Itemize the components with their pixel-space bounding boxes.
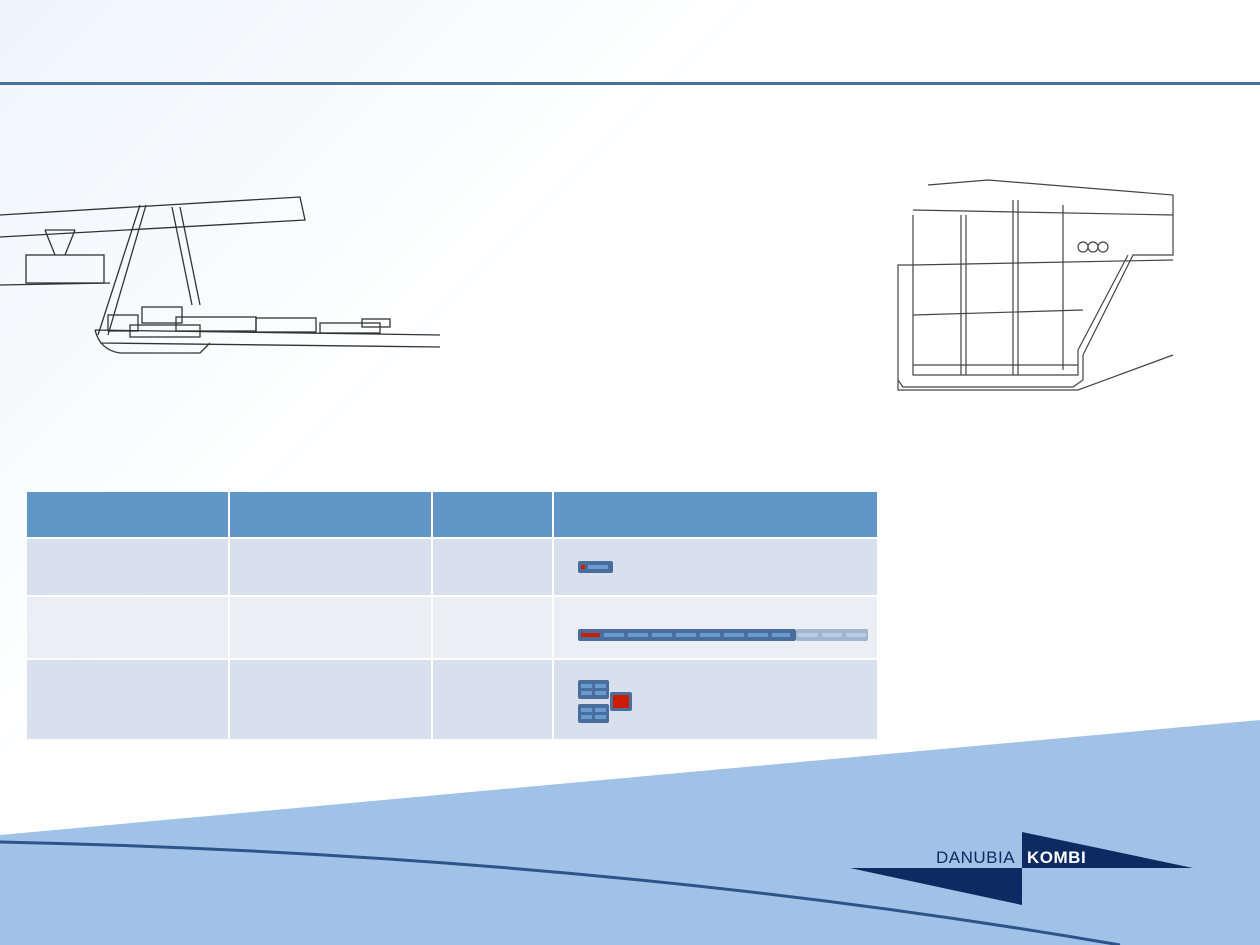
table-row [27, 597, 877, 658]
table-cell [433, 539, 552, 595]
table-cell [433, 597, 552, 658]
table-cell [230, 539, 431, 595]
single-unit-wagon-icon [578, 561, 613, 573]
header-cell [27, 492, 228, 537]
logo-word-danubia: DANUBIA [936, 848, 1016, 867]
table-cell [27, 597, 228, 658]
header-cell [230, 492, 431, 537]
table-cell [554, 660, 877, 739]
table-row [27, 539, 877, 595]
header-cell [433, 492, 552, 537]
table-cell [554, 597, 877, 658]
title-divider [0, 82, 1260, 85]
table-header-row [27, 492, 877, 537]
stacked-units-icon [578, 680, 668, 725]
table-row [27, 660, 877, 739]
gantry-crane-barge-sketch [0, 196, 440, 354]
table-cell [554, 539, 877, 595]
table-cell [230, 597, 431, 658]
barge-cross-section-sketch [897, 179, 1174, 391]
table-cell [230, 660, 431, 739]
transport-comparison-table [25, 490, 879, 741]
table-cell [27, 539, 228, 595]
table-cell [27, 660, 228, 739]
table-cell [433, 660, 552, 739]
header-cell [554, 492, 877, 537]
logo-word-kombi: KOMBI [1027, 848, 1087, 867]
long-train-icon [578, 629, 868, 641]
